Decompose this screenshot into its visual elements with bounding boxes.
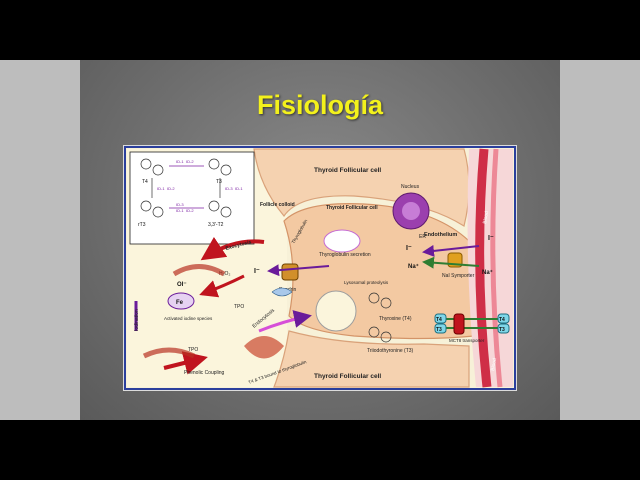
lysosome (315, 290, 357, 332)
inset-enzyme-6: ID-1 (235, 186, 243, 191)
label-lysosomal: Lysosomal proteolysis (344, 280, 389, 285)
label-iodide-blood: I⁻ (488, 235, 494, 242)
t4-badge-blood (497, 313, 510, 324)
inset-t3: T3 (216, 179, 222, 185)
pillarbox-left (0, 60, 80, 420)
inset-enzyme-3: ID-1 (157, 186, 165, 191)
phenolic-coupling-arrow (163, 351, 208, 375)
sodium-uptake-arrow (422, 256, 480, 269)
inset-rt3: rT3 (138, 222, 146, 228)
thyroglobulin-strand-left (142, 347, 196, 359)
t3-badge-label: T3 (436, 327, 442, 333)
inset-enzyme-2: ID-2 (186, 159, 194, 164)
t4-badge-label: T4 (436, 317, 442, 323)
endocytosis-arrow (258, 310, 312, 333)
label-triiodothyronine: Triiodothyronine (T3) (367, 348, 414, 354)
label-oi: OI⁻ (177, 282, 187, 288)
inset-enzyme-9: ID-2 (186, 208, 194, 213)
label-tpo-bottom: TPO (188, 347, 198, 353)
secretory-vesicle (323, 229, 361, 253)
label-na-blood: Na⁺ (482, 269, 493, 276)
label-bottom-cell: Thyroid Follicular cell (314, 373, 381, 380)
label-nai-symporter: NaI Symporter (442, 273, 475, 279)
iodide-efflux-arrow (267, 264, 330, 277)
label-inner-cell: Thyroid Follicular cell (326, 205, 378, 211)
label-tpo-top: TPO (234, 304, 244, 310)
label-iodination: Iodination (134, 309, 140, 331)
letterbox-bottom (0, 420, 640, 480)
label-thyroxine: Thyroxine (T4) (379, 316, 412, 322)
label-top-cell: Thyroid Follicular cell (314, 167, 381, 174)
letterbox-top (0, 0, 640, 60)
blood-vessel (467, 149, 513, 387)
label-endothelium: Endothelium (424, 232, 457, 238)
label-h2o2: H₂O₂ (219, 271, 230, 277)
inset-enzyme-5: ID-3 (225, 186, 233, 191)
label-na-cell: Na⁺ (408, 263, 419, 270)
h2o2-arrow (199, 274, 245, 298)
t4-badge-blood-label: T4 (499, 317, 505, 323)
inset-enzyme-1: ID-1 (176, 159, 184, 164)
label-nucleus: Nucleus (401, 184, 420, 190)
pendrin (281, 263, 299, 281)
presentation-slide: Fisiología (80, 60, 560, 420)
label-iodide-colloid: I⁻ (254, 268, 260, 275)
thyroglobulin-strand-bottom (244, 336, 284, 359)
inset-structures (140, 158, 232, 218)
deiodination-inset (129, 151, 255, 245)
iodide-uptake-arrow (422, 244, 480, 257)
inset-enzyme-7: ID-3 (176, 202, 184, 207)
blood-vessel-wall (475, 148, 492, 388)
label-iodide-membrane: I⁻ (406, 245, 412, 252)
hormone-structures (368, 292, 392, 343)
inset-enzyme-8: ID-1 (176, 208, 184, 213)
thyroid-physiology-figure: T4 T3 rT3 3,3'-T2 ID-1 ID-2 ID-1 ID-2 ID… (123, 145, 517, 391)
t3-badge-blood-label: T3 (499, 327, 505, 333)
label-blood-top: Blood (482, 210, 490, 224)
tpo-enzyme (271, 287, 293, 297)
exocytosis-arrow (200, 236, 265, 261)
thyroglobulin-strand-top (172, 264, 226, 277)
label-activated-iodine: Activated iodine species (164, 316, 213, 321)
inset-t2: 3,3'-T2 (208, 222, 224, 228)
label-mct8: MCT8 transporter (449, 338, 485, 343)
label-fe: Fe (176, 300, 184, 306)
t3-badge (434, 323, 447, 334)
label-follicle: Follicle colloid (260, 202, 295, 208)
label-blood-bottom: Blood (490, 357, 498, 371)
blood-flow (490, 148, 503, 388)
inset-t4: T4 (142, 179, 148, 185)
follicular-cell-bottom (273, 330, 470, 388)
thyroid-diagram: T4 T3 rT3 3,3'-T2 ID-1 ID-2 ID-1 ID-2 ID… (124, 146, 516, 390)
label-thyroglobulin-secretion: Thyroglobulin secretion (319, 252, 371, 258)
t4-badge (434, 313, 447, 324)
label-phenolic: Phenolic Coupling (184, 370, 225, 376)
nucleolus (402, 202, 420, 220)
mct8-transporter (453, 313, 465, 335)
slide-title: Fisiología (256, 90, 383, 120)
inset-enzyme-4: ID-2 (167, 186, 175, 191)
pillarbox-right (560, 60, 640, 420)
label-er: ER (419, 234, 426, 240)
t3-badge-blood (497, 323, 510, 334)
heme-iron (167, 292, 195, 310)
